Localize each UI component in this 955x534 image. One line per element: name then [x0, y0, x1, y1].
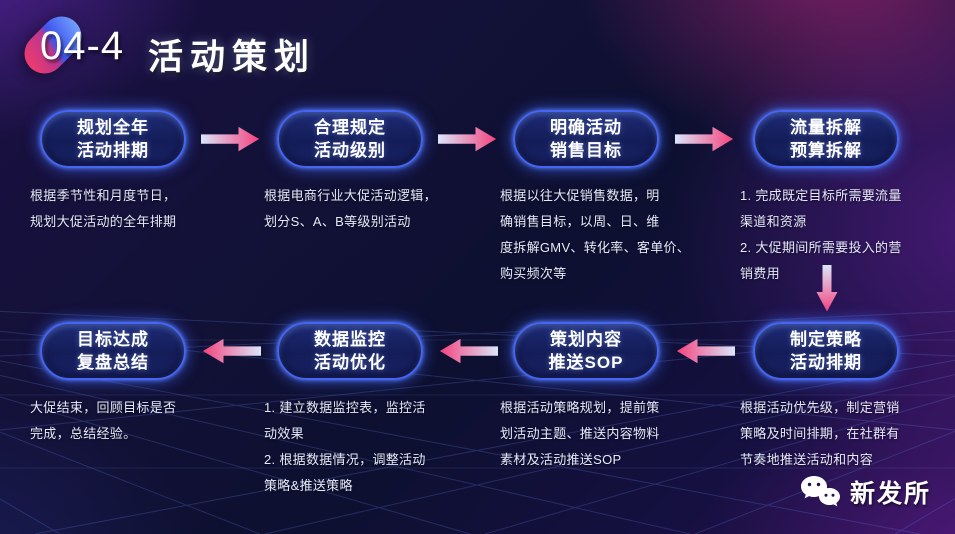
flow-node-data-monitor: 数据监控 活动优化	[277, 322, 423, 380]
node-label: 预算拆解	[790, 141, 862, 160]
flow-node-content-sop: 策划内容 推送SOP	[513, 322, 659, 380]
flow-arrow-left-icon	[202, 338, 261, 364]
brand-logo: 新发所	[799, 474, 931, 510]
node-label: 合理规定	[314, 118, 386, 137]
brand-name: 新发所	[849, 480, 931, 508]
flow-node-plan-year: 规划全年 活动排期	[40, 110, 186, 168]
node-label: 活动排期	[77, 141, 149, 160]
node-label: 复盘总结	[77, 353, 149, 372]
node-label: 数据监控	[314, 330, 386, 349]
step-description: 根据活动策略规划，提前策 划活动主题、推送内容物料 素材及活动推送SOP	[500, 400, 660, 467]
node-label: 活动优化	[314, 353, 386, 372]
flow-arrow-right-icon	[675, 126, 734, 152]
flow-node-strategy-schedule: 制定策略 活动排期	[753, 322, 899, 380]
node-label: 策划内容	[550, 330, 622, 349]
wechat-icon	[800, 476, 840, 507]
flow-arrow-down-icon	[816, 265, 838, 312]
step-description: 根据以往大促销售数据，明 确销售目标，以周、日、维 度拆解GMV、转化率、客单价…	[500, 188, 691, 281]
step-description: 根据活动优先级，制定营销 策略及时间排期，在社群有 节奏地推送活动和内容	[740, 400, 900, 467]
flow-arrow-right-icon	[438, 126, 497, 152]
node-label: 明确活动	[550, 118, 622, 137]
page-title: 活动策划	[148, 38, 317, 77]
node-label: 流量拆解	[790, 118, 862, 137]
flow-node-goal-review: 目标达成 复盘总结	[40, 322, 186, 380]
step-description: 1. 建立数据监控表，监控活 动效果 2. 根据数据情况，调整活动 策略&推送策…	[264, 400, 426, 493]
step-description: 根据电商行业大促活动逻辑， 划分S、A、B等级别活动	[264, 188, 437, 229]
node-label: 活动级别	[314, 141, 386, 160]
flow-node-sales-target: 明确活动 销售目标	[513, 110, 659, 168]
flow-node-traffic-budget: 流量拆解 预算拆解	[753, 110, 899, 168]
slide-number: 04-4	[40, 24, 125, 68]
step-description: 根据季节性和月度节日， 规划大促活动的全年排期	[30, 188, 177, 229]
node-label: 销售目标	[550, 141, 622, 160]
node-label: 制定策略	[790, 330, 862, 349]
node-label: 目标达成	[77, 330, 149, 349]
flow-arrow-right-icon	[201, 126, 260, 152]
flow-arrow-left-icon	[676, 338, 735, 364]
node-label: 推送SOP	[548, 353, 624, 372]
flow-node-activity-level: 合理规定 活动级别	[277, 110, 423, 168]
node-label: 活动排期	[790, 353, 862, 372]
flow-arrow-left-icon	[439, 338, 498, 364]
step-description: 1. 完成既定目标所需要流量 渠道和资源 2. 大促期间所需要投入的营 销费用	[740, 188, 902, 281]
step-description: 大促结束，回顾目标是否 完成，总结经验。	[30, 400, 177, 441]
node-label: 规划全年	[77, 118, 149, 137]
